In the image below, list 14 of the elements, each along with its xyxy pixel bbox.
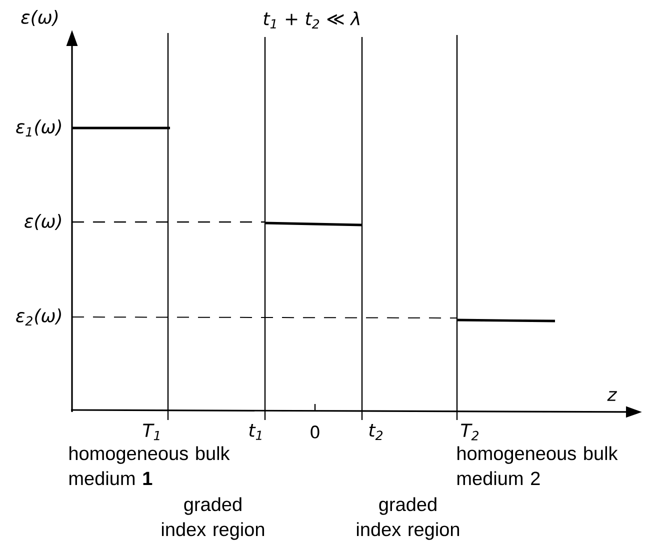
condition-label: t$_{1}$ + t$_{2}$ ≪ λ xyxy=(264,11,360,29)
tick-label: T$_{2}$ xyxy=(461,424,478,440)
region-label: homogeneous bulk medium 2 xyxy=(457,446,618,486)
tick-label: t$_{1}$ xyxy=(249,424,262,440)
tick-label: t$_{2}$ xyxy=(369,424,382,440)
axis-label: z xyxy=(607,391,618,401)
level-label: ε(ω) xyxy=(24,214,61,230)
tick-label: 0 xyxy=(310,426,320,438)
axis-label: ε(ω) xyxy=(21,10,58,26)
region-label: graded index region xyxy=(162,497,264,540)
level-label: ε$_{1}$(ω) xyxy=(16,120,61,136)
tick-label: T$_{1}$ xyxy=(143,424,160,440)
level-label: ε$_{2}$(ω) xyxy=(16,308,61,326)
region-label: graded index region xyxy=(356,497,460,540)
